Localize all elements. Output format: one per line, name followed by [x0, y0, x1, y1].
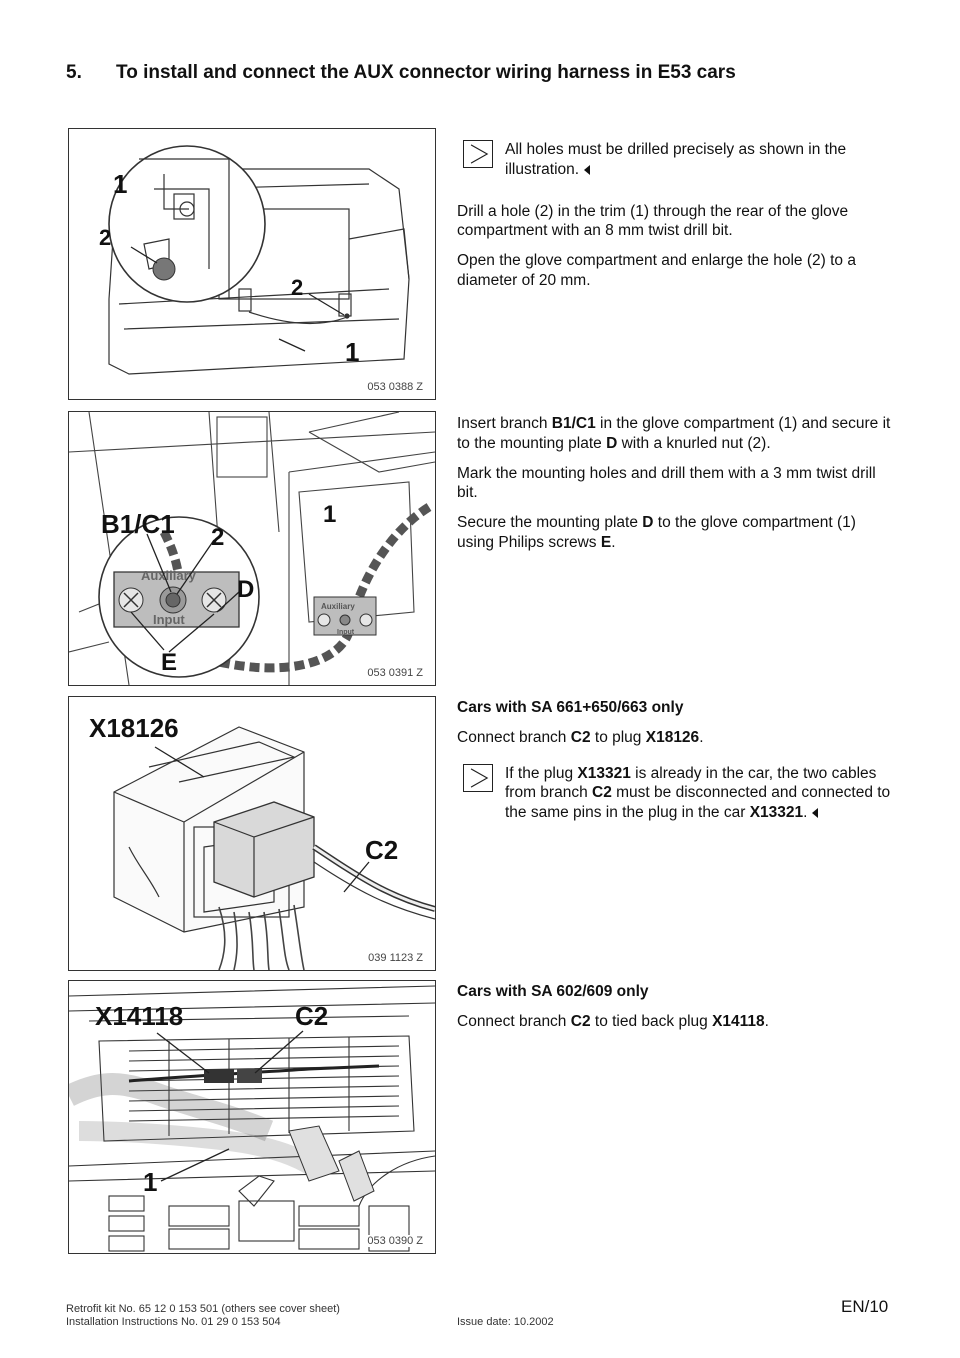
- detail-magnifier-circle: [108, 145, 266, 303]
- illustration-tied-back-plug: X14118 C2 1: [69, 985, 435, 1252]
- note-icon: [463, 763, 493, 792]
- plate-label-input: Input: [153, 612, 185, 627]
- text-block-3: Cars with SA 661+650/663 only Connect br…: [457, 698, 897, 845]
- illustration-mounting-plate: Auxiliary Input Auxiliary Input B1/C1 2 …: [69, 412, 435, 685]
- connector-x14118: [204, 1069, 234, 1083]
- footer-left: Retrofit kit No. 65 12 0 153 501 (others…: [66, 1303, 340, 1329]
- subheading: Cars with SA 661+650/663 only: [457, 699, 684, 716]
- text-block-4: Cars with SA 602/609 only Connect branch…: [457, 982, 897, 1042]
- figure-plug-x18126: X18126 C2 039 1123 Z: [68, 696, 436, 971]
- callout-c2: C2: [365, 835, 398, 865]
- text-block-1: All holes must be drilled precisely as s…: [457, 140, 897, 301]
- paragraph: Insert branch B1/C1 in the glove compart…: [457, 415, 891, 452]
- paragraph: Open the glove compartment and enlarge t…: [457, 252, 856, 290]
- callout-c2: C2: [295, 1001, 328, 1031]
- callout-x18126: X18126: [89, 713, 179, 743]
- callout-1: 1: [143, 1167, 157, 1197]
- callout-b1-c1: B1/C1: [101, 509, 175, 539]
- note-drilling: All holes must be drilled precisely as s…: [457, 140, 897, 180]
- callout-2: 2: [291, 275, 303, 300]
- paragraph: Secure the mounting plate D to the glove…: [457, 514, 856, 552]
- figure-code: 053 0388 Z: [367, 381, 423, 393]
- callout-1: 1: [113, 169, 127, 199]
- footer-kit-number: Retrofit kit No. 65 12 0 153 501 (others…: [66, 1303, 340, 1315]
- footer-issue-date: Issue date: 10.2002: [457, 1316, 554, 1328]
- paragraph: Connect branch C2 to tied back plug X141…: [457, 1012, 769, 1030]
- callout-e: E: [161, 649, 177, 676]
- callout-x14118: X14118: [95, 1001, 183, 1031]
- figure-code: 053 0390 Z: [367, 1235, 423, 1247]
- callout-1: 1: [345, 337, 359, 367]
- paragraph: Drill a hole (2) in the trim (1) through…: [457, 202, 849, 240]
- figure-mounting-plate: Auxiliary Input Auxiliary Input B1/C1 2 …: [68, 411, 436, 686]
- page-number: EN/10: [841, 1297, 889, 1316]
- illustration-plug: X18126 C2: [89, 713, 435, 970]
- callout-2: 2: [211, 524, 224, 551]
- illustration-trim: 1 2 2 1: [99, 145, 410, 375]
- note-icon: [463, 140, 493, 168]
- end-mark-icon: [584, 164, 591, 175]
- callout-d: D: [237, 576, 254, 603]
- plate-label-auxiliary: Auxiliary: [321, 602, 355, 611]
- paragraph: Mark the mounting holes and drill them w…: [457, 464, 876, 502]
- section-number: 5.: [66, 62, 82, 83]
- section-title: To install and connect the AUX connector…: [116, 62, 736, 83]
- figure-code: 053 0391 Z: [367, 667, 423, 679]
- connector-c2: [237, 1069, 262, 1083]
- hole-marker-detail: [152, 257, 176, 281]
- note-x13321: If the plug X13321 is already in the car…: [457, 763, 897, 823]
- subheading: Cars with SA 602/609 only: [457, 983, 649, 1000]
- footer-instructions-number: Installation Instructions No. 01 29 0 15…: [66, 1316, 281, 1329]
- callout-2: 2: [99, 225, 111, 250]
- end-mark-icon: [812, 808, 819, 819]
- figure-glove-box-trim: 1 2 2 1 053 0388 Z: [68, 128, 436, 400]
- text-block-2: Insert branch B1/C1 in the glove compart…: [457, 414, 897, 563]
- callout-1: 1: [323, 501, 336, 528]
- figure-plug-x14118: X14118 C2 1 053 0390 Z: [68, 980, 436, 1254]
- paragraph: Connect branch C2 to plug X18126.: [457, 728, 704, 746]
- figure-code: 039 1123 Z: [368, 952, 423, 964]
- section-heading: 5. To install and connect the AUX connect…: [66, 62, 736, 84]
- plate-label-auxiliary: Auxiliary: [141, 568, 197, 583]
- note-text: All holes must be drilled precisely as s…: [505, 141, 847, 178]
- plate-label-input: Input: [337, 629, 355, 636]
